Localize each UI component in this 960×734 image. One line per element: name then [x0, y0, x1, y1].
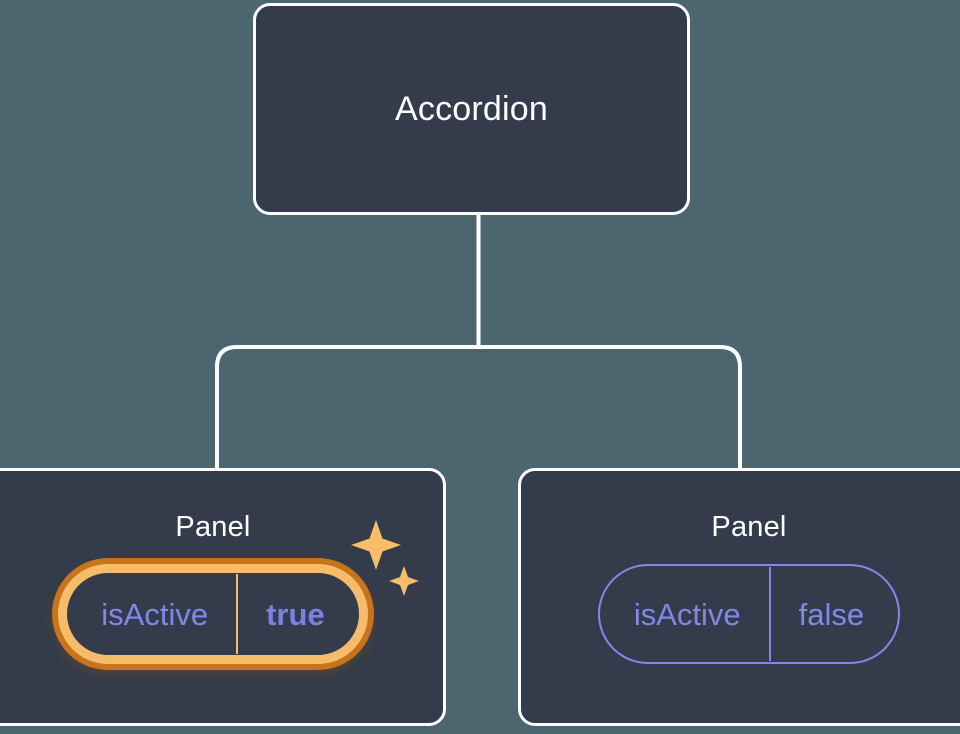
- prop-key-label: isActive: [633, 596, 741, 632]
- prop-pill-isactive-true[interactable]: isActive true: [58, 564, 368, 664]
- connector-branch-bus: [215, 345, 742, 470]
- node-title: Panel: [711, 511, 787, 543]
- prop-divider: [768, 567, 771, 661]
- node-panel-active[interactable]: Panel isActive true: [0, 468, 446, 726]
- node-accordion[interactable]: Accordion: [253, 3, 690, 215]
- prop-key-cell: isActive: [600, 566, 769, 662]
- prop-value-cell: false: [771, 566, 898, 662]
- prop-value-label: false: [798, 596, 865, 632]
- prop-pill-wrapper: isActive true: [58, 520, 419, 664]
- node-panel-inactive[interactable]: Panel isActive false: [518, 468, 960, 726]
- sparkle-small-icon: [388, 566, 419, 596]
- sparkle-large-icon: [350, 520, 401, 570]
- node-title: Panel: [175, 511, 251, 543]
- prop-value-cell: true: [238, 573, 359, 655]
- prop-key-label: isActive: [101, 596, 209, 632]
- prop-pill-isactive-false[interactable]: isActive false: [597, 564, 901, 664]
- prop-key-cell: isActive: [67, 573, 236, 655]
- node-title: Accordion: [395, 90, 548, 128]
- prop-divider: [236, 574, 239, 654]
- prop-pill-wrapper: isActive false: [597, 564, 901, 664]
- prop-value-label: true: [266, 596, 325, 632]
